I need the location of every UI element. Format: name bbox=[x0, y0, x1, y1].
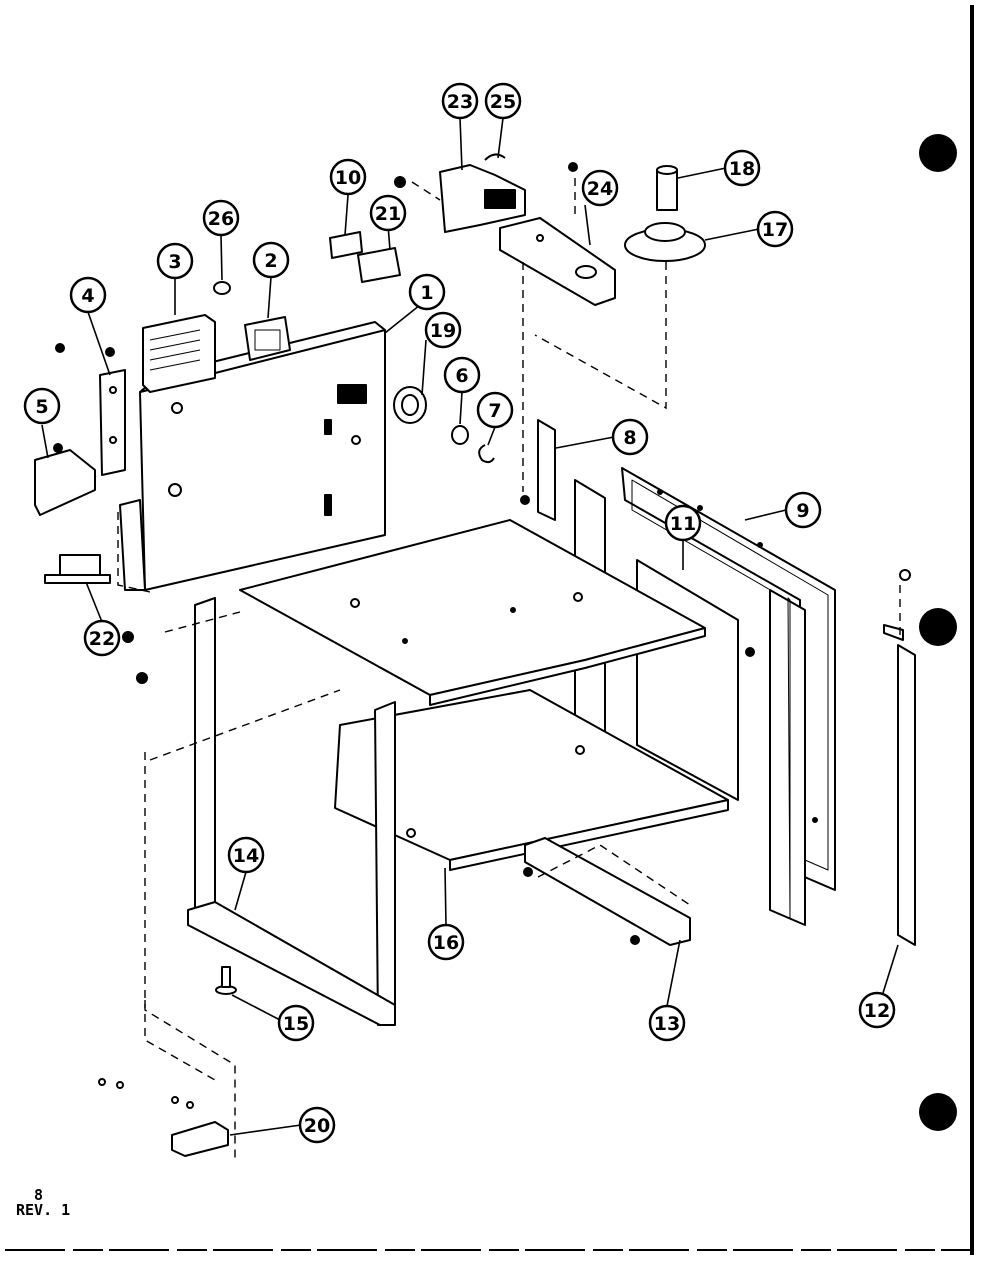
callout-4: 4 bbox=[69, 276, 107, 314]
callout-label: 11 bbox=[670, 513, 696, 535]
callout-16: 16 bbox=[427, 923, 465, 961]
binder-hole bbox=[919, 1093, 957, 1131]
callout-5: 5 bbox=[23, 387, 61, 425]
callouts: 1 2 3 4 5 6 7 8 9 10 11 12 13 14 15 16 1… bbox=[23, 82, 896, 1144]
upper-shelf bbox=[239, 519, 706, 706]
callout-6: 6 bbox=[443, 356, 481, 394]
callout-label: 5 bbox=[35, 396, 48, 418]
page-border bbox=[5, 5, 974, 1255]
callout-2: 2 bbox=[252, 241, 290, 279]
screws bbox=[53, 162, 755, 945]
callout-label: 12 bbox=[864, 1000, 890, 1022]
callout-label: 9 bbox=[796, 500, 809, 522]
callout-label: 4 bbox=[81, 285, 94, 307]
callout-label: 22 bbox=[89, 628, 115, 650]
part-3-relay-block bbox=[142, 314, 216, 393]
callout-label: 7 bbox=[488, 400, 501, 422]
callout-9: 9 bbox=[784, 491, 822, 529]
callout-12: 12 bbox=[858, 991, 896, 1029]
part-24-arm bbox=[499, 217, 616, 306]
callout-label: 10 bbox=[335, 167, 361, 189]
callout-25: 25 bbox=[484, 82, 522, 120]
part-5-cover bbox=[34, 449, 96, 516]
callout-label: 16 bbox=[433, 932, 459, 954]
callout-13: 13 bbox=[648, 1004, 686, 1042]
callout-label: 6 bbox=[455, 365, 468, 387]
callout-8: 8 bbox=[611, 418, 649, 456]
part-6-knob bbox=[451, 425, 469, 445]
binder-hole bbox=[919, 134, 957, 172]
part-17-pulley bbox=[624, 222, 706, 262]
callout-11: 11 bbox=[664, 504, 702, 542]
callout-26: 26 bbox=[202, 199, 240, 237]
callout-label: 21 bbox=[375, 203, 401, 225]
lower-shelf bbox=[334, 689, 729, 871]
callout-17: 17 bbox=[756, 210, 794, 248]
part-23-switch-assembly bbox=[439, 164, 526, 233]
part-15-leg bbox=[215, 966, 237, 995]
callout-label: 18 bbox=[729, 158, 755, 180]
callout-label: 25 bbox=[490, 91, 516, 113]
callout-23: 23 bbox=[441, 82, 479, 120]
callout-label: 14 bbox=[233, 845, 259, 867]
binder-hole bbox=[919, 608, 957, 646]
callout-label: 15 bbox=[283, 1013, 309, 1035]
callout-19: 19 bbox=[424, 311, 462, 349]
part-12-side-rail bbox=[883, 569, 916, 946]
callout-14: 14 bbox=[227, 836, 265, 874]
callout-21: 21 bbox=[369, 194, 407, 232]
callout-label: 26 bbox=[208, 208, 234, 230]
callout-label: 20 bbox=[304, 1115, 330, 1137]
part-26-capacitor bbox=[213, 281, 231, 295]
part-25-spring bbox=[484, 153, 506, 161]
leader-lines bbox=[41, 117, 899, 1136]
callout-label: 3 bbox=[168, 251, 181, 273]
part-18-sleeve bbox=[656, 165, 678, 211]
callout-label: 17 bbox=[762, 219, 788, 241]
callout-label: 1 bbox=[420, 282, 433, 304]
part-19-ring bbox=[393, 386, 427, 424]
callout-label: 19 bbox=[430, 320, 456, 342]
callout-3: 3 bbox=[156, 242, 194, 280]
callout-label: 2 bbox=[264, 250, 277, 272]
callout-7: 7 bbox=[476, 391, 514, 429]
assembly-dashes bbox=[117, 178, 901, 1160]
part-21-relay bbox=[357, 247, 401, 283]
callout-label: 13 bbox=[654, 1013, 680, 1035]
callout-24: 24 bbox=[581, 169, 619, 207]
page-number: 8 bbox=[34, 1186, 44, 1204]
callout-15: 15 bbox=[277, 1004, 315, 1042]
part-10-clip bbox=[329, 231, 363, 259]
front-frame bbox=[187, 597, 396, 1026]
part-20-terminal-bracket bbox=[98, 1078, 229, 1157]
callout-20: 20 bbox=[298, 1106, 336, 1144]
callout-1: 1 bbox=[408, 273, 446, 311]
callout-label: 23 bbox=[447, 91, 473, 113]
callout-label: 8 bbox=[623, 427, 636, 449]
callout-22: 22 bbox=[83, 619, 121, 657]
part-13-bottom-rail bbox=[524, 837, 691, 946]
part-2-transformer bbox=[244, 316, 291, 361]
part-7-clip bbox=[478, 444, 495, 464]
part-4-bracket bbox=[99, 369, 126, 476]
callout-10: 10 bbox=[329, 158, 367, 196]
callout-label: 24 bbox=[587, 178, 613, 200]
callout-18: 18 bbox=[723, 149, 761, 187]
revision-label: REV. 1 bbox=[16, 1201, 71, 1219]
binder-holes bbox=[919, 134, 957, 1131]
part-22-switch bbox=[44, 554, 111, 584]
